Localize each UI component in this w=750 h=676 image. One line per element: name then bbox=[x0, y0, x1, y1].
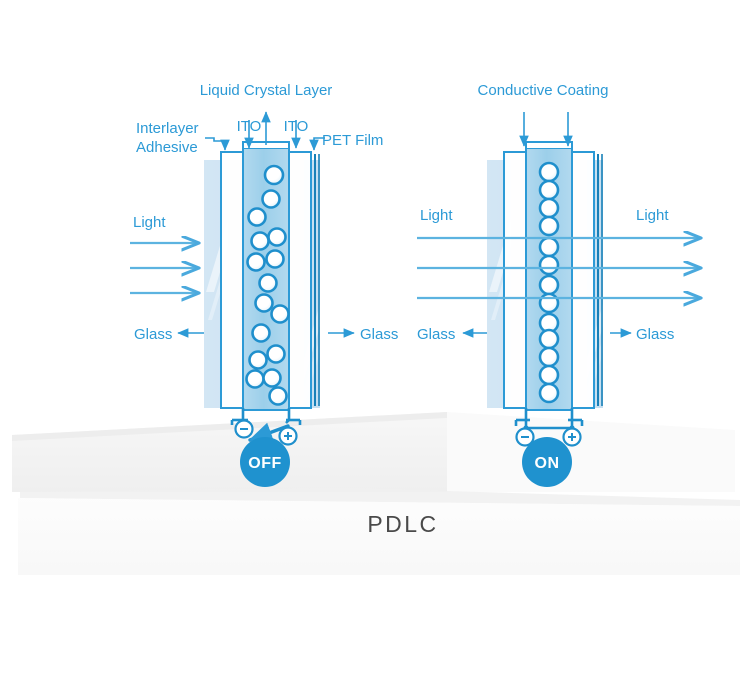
background-podium bbox=[12, 412, 740, 575]
label-glass-left-on: Glass bbox=[417, 326, 455, 343]
label-conductive-coating: Conductive Coating bbox=[478, 82, 609, 99]
interlayer-outline-right-off bbox=[289, 151, 312, 409]
label-interlayer-line2: Adhesive bbox=[136, 139, 198, 156]
circuit-on bbox=[514, 408, 584, 447]
label-light-in-off: Light bbox=[133, 214, 166, 231]
lc-droplets-off bbox=[245, 164, 290, 406]
label-light-out-on: Light bbox=[636, 207, 669, 224]
light-rays-in-off bbox=[130, 243, 198, 293]
interlayer-adhesive-left-on bbox=[504, 152, 526, 408]
circuit-off bbox=[230, 408, 302, 446]
lc-droplets-on bbox=[538, 161, 560, 404]
lc-top-cap-on bbox=[525, 141, 573, 148]
state-badge-label-off: OFF bbox=[248, 455, 282, 472]
on-panel: Conductive Coating Light Light Glass Gla… bbox=[417, 82, 700, 487]
interlayer-adhesive-left-off bbox=[221, 152, 243, 408]
light-rays-through-on bbox=[417, 238, 700, 298]
figure-caption: PDLC bbox=[367, 511, 438, 537]
interlayer-outline-left-on bbox=[503, 151, 526, 409]
interlayer-outline-left-off bbox=[220, 151, 243, 409]
label-ito-right: ITO bbox=[284, 118, 309, 135]
label-liquid-crystal-layer: Liquid Crystal Layer bbox=[200, 82, 333, 99]
state-badge-on[interactable] bbox=[522, 437, 572, 487]
label-ito-left: ITO bbox=[237, 118, 262, 135]
label-pet-film: PET Film bbox=[322, 132, 383, 149]
label-glass-left-off: Glass bbox=[134, 326, 172, 343]
interlayer-adhesive-right-on bbox=[572, 152, 594, 408]
switch-arm-closed bbox=[524, 408, 574, 430]
label-glass-right-off: Glass bbox=[360, 326, 398, 343]
state-badge-label-on: ON bbox=[535, 455, 560, 472]
interlayer-adhesive-right-off bbox=[289, 152, 311, 408]
leader-pet-film bbox=[309, 137, 325, 151]
leader-interlayer-adhesive bbox=[205, 137, 230, 151]
label-glass-right-on: Glass bbox=[636, 326, 674, 343]
interlayer-outline-right-on bbox=[572, 151, 595, 409]
label-interlayer-line1: Interlayer bbox=[136, 120, 199, 137]
label-light-in-on: Light bbox=[420, 207, 453, 224]
off-panel: Liquid Crystal Layer ITO ITO Interlayer … bbox=[130, 82, 398, 487]
switch-arm-open bbox=[248, 422, 290, 442]
state-badge-off[interactable] bbox=[240, 437, 290, 487]
